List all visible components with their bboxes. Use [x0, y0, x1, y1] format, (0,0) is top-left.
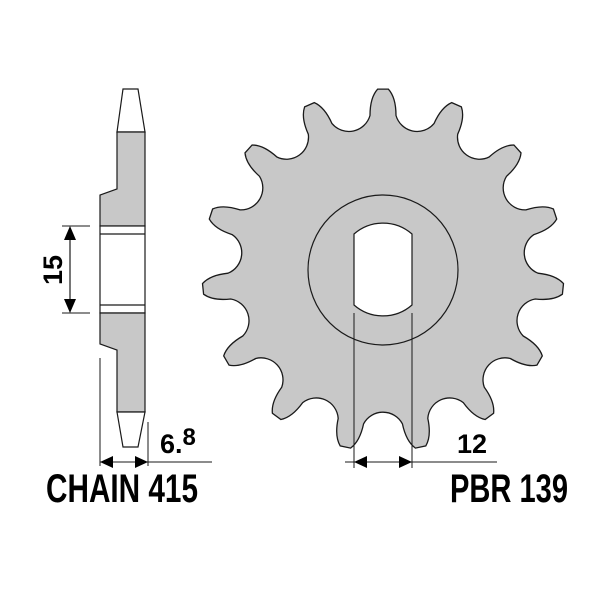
width-dimension-label: 6.8: [160, 424, 196, 459]
side-plate-upper: [99, 131, 146, 227]
width-dimension: 6.8: [99, 358, 212, 468]
center-bore: [353, 222, 413, 317]
side-plate-lower: [99, 312, 146, 413]
bore-dimension: 12: [345, 313, 497, 468]
bore-dimension-label: 12: [457, 429, 487, 459]
front-view: 12 PBR 139: [201, 88, 568, 511]
chain-label: CHAIN 415: [46, 467, 198, 511]
hub-dimension-label: 15: [38, 255, 68, 285]
side-tooth-tip-bottom: [116, 411, 146, 448]
part-number-label: PBR 139: [450, 467, 568, 511]
hub-dimension: 15: [38, 225, 90, 314]
side-view: 15 6.8 CHAIN 415: [38, 88, 212, 511]
side-hub: [99, 225, 146, 314]
side-tooth-tip-top: [116, 88, 146, 133]
hub-circle: [307, 194, 459, 346]
